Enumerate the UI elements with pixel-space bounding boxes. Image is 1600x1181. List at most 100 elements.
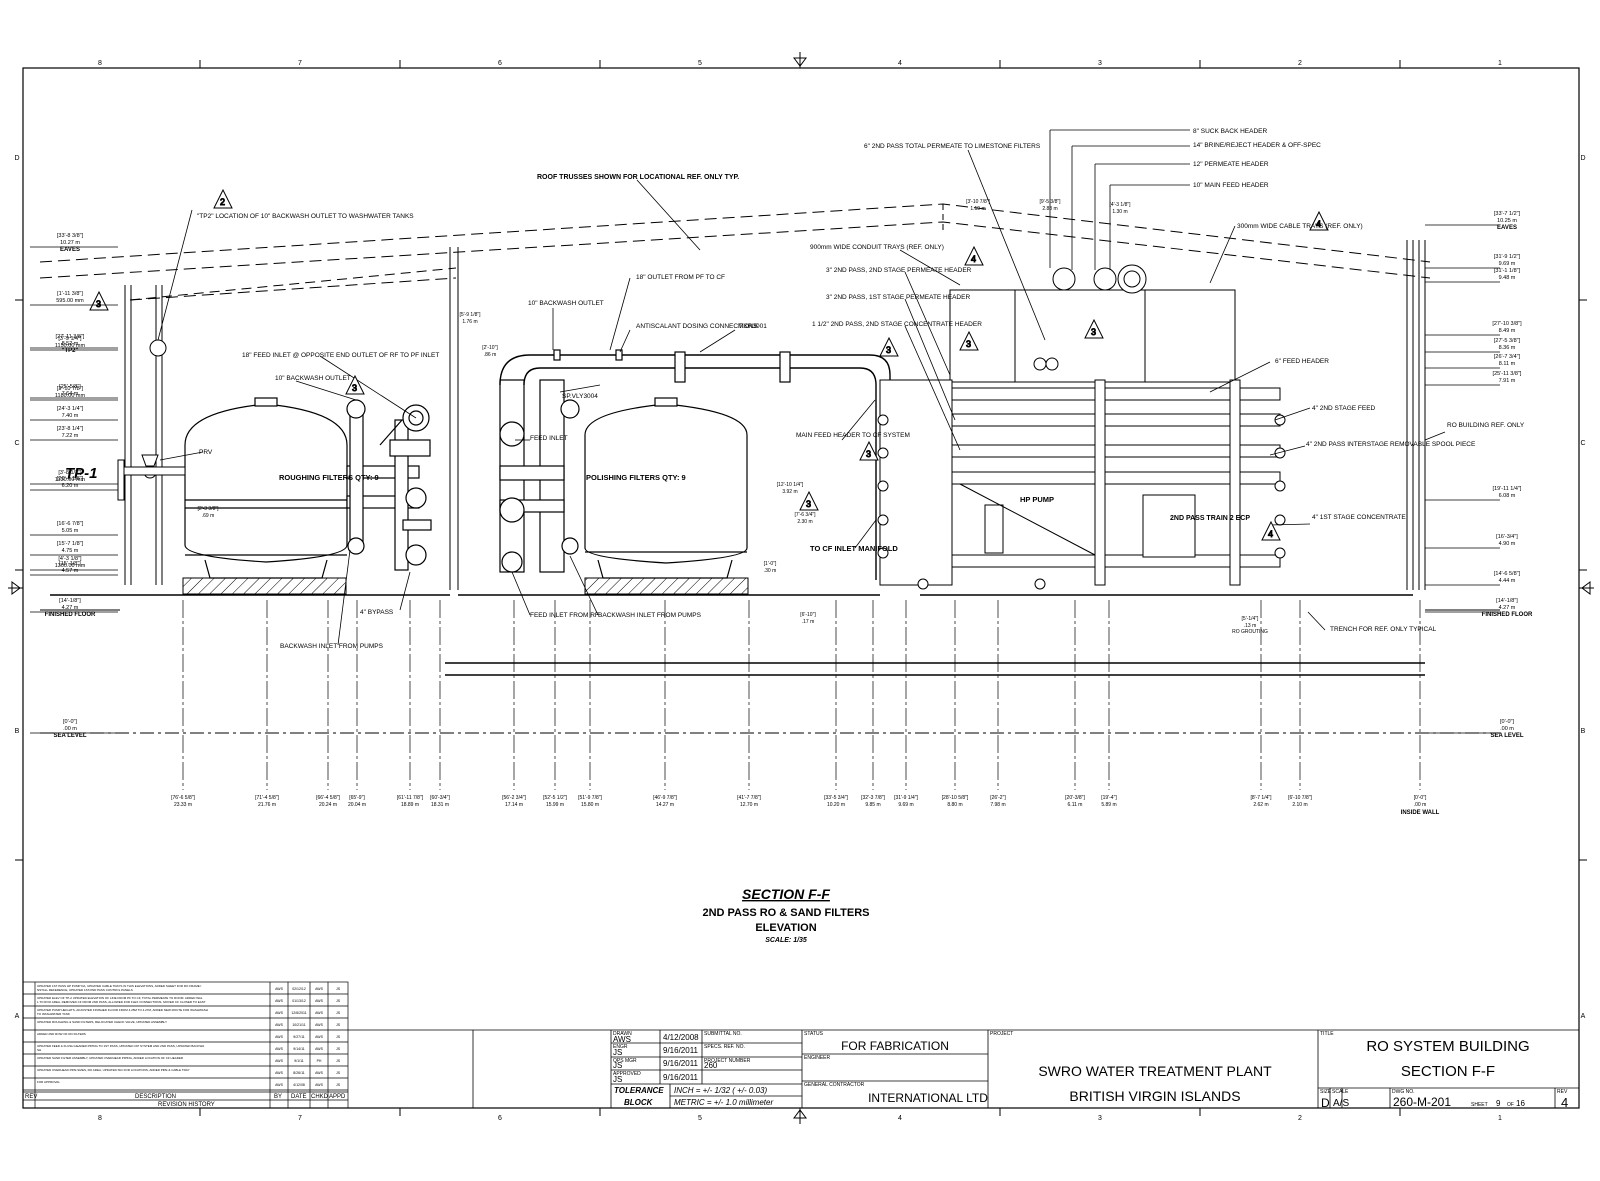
dim-top-imperial: [5'-9 1/8"] xyxy=(459,312,481,318)
dim-imperial: [60'-3/4"] xyxy=(430,795,450,801)
dim-metric: 5.89 m xyxy=(1101,802,1116,808)
dim-metric: 10.20 m xyxy=(827,802,845,808)
elev-right-metric: 4.90 m xyxy=(1499,541,1516,547)
gc-value: INTERNATIONAL LTD xyxy=(868,1091,988,1105)
rev-chkd: PH xyxy=(317,1059,322,1063)
elev-left-imperial: [4'-3 1/8"] xyxy=(58,556,82,562)
dim-top-metric: 2.88 m xyxy=(1042,206,1057,212)
polishing-piping xyxy=(499,349,891,580)
rev-label: REV xyxy=(1557,1089,1568,1095)
tol-metric: METRIC = +/- 1.0 millimeter xyxy=(674,1098,773,1107)
rev-desc: UPDATED ROUGHING & SAND FILTERS, RELOCAT… xyxy=(37,1020,167,1024)
title-label: TITLE xyxy=(1320,1031,1334,1037)
rev-chkd: AWS xyxy=(315,987,324,991)
section-line2: ELEVATION xyxy=(755,922,816,934)
interstage-label: 4" 2ND PASS INTERSTAGE REMOVABLE SPOOL P… xyxy=(1306,441,1476,448)
elev-right-imperial: [16'-3/4"] xyxy=(1496,534,1518,540)
svg-text:3: 3 xyxy=(806,499,811,509)
zone-col-bottom: 3 xyxy=(1098,1115,1102,1122)
roughing-piping xyxy=(346,399,432,571)
elev-right-imperial: [14'-1/8"] xyxy=(1496,598,1518,604)
dim-imperial: [8'-7 1/4"] xyxy=(1250,795,1272,801)
elev-right-metric: 8.36 m xyxy=(1499,345,1516,351)
dim-imperial: [26'-2"] xyxy=(990,795,1006,801)
elev-right-imperial: [14'-6 5/8"] xyxy=(1494,571,1521,577)
project-line2: BRITISH VIRGIN ISLANDS xyxy=(1069,1088,1240,1104)
dim-top-metric: .30 m xyxy=(764,568,777,574)
rev-appd: JS xyxy=(336,1083,341,1087)
rev-appd: JS xyxy=(336,999,341,1003)
prv-label: PRV xyxy=(199,449,213,456)
dim-imperial: [41'-7 7/8"] xyxy=(737,795,761,801)
elev-right-imperial: [19'-11 1/4"] xyxy=(1493,486,1522,492)
ops-by: JS xyxy=(613,1061,622,1070)
rev-by: AWS xyxy=(275,1071,284,1075)
rev-row: UPDATED FEED & FLUSH HEADER PIPING TO 1S… xyxy=(37,1044,341,1052)
svg-text:3: 3 xyxy=(352,383,357,393)
roughing-label: ROUGHING FILTERS QTY: 9 xyxy=(279,473,379,482)
backwash-outlet-b-label: 10" BACKWASH OUTLET xyxy=(528,300,604,307)
roof-trusses xyxy=(39,203,1431,301)
dwg-label: DWG NO. xyxy=(1392,1089,1415,1095)
elev-right-metric: 6.08 m xyxy=(1499,493,1516,499)
elev-right-imperial: [27'-5 3/8"] xyxy=(1494,338,1521,344)
dim-metric: 23.33 m xyxy=(174,802,192,808)
zone-col-top: 2 xyxy=(1298,60,1302,67)
dim-metric: 6.11 m xyxy=(1068,802,1083,808)
sheet-label: SHEET xyxy=(1471,1102,1488,1108)
engr-label: ENGR xyxy=(613,1044,628,1050)
to-cf-inlet-label: TO CF INLET MANIFOLD xyxy=(810,544,898,553)
section-title: SECTION F-F 2ND PASS RO & SAND FILTERS E… xyxy=(702,886,869,944)
elev-left-metric: 1180.00 mm xyxy=(55,393,86,399)
rev-row: UPDATED SAND FILTER ASSEMBLY, UPDATED OV… xyxy=(37,1056,341,1063)
elev-left-metric: 10.27 m xyxy=(60,240,80,246)
rev-appd: JS xyxy=(336,1071,341,1075)
rev-desc: UPDATED ELEV OF TP-2 UPDATED ELEVATION O… xyxy=(37,996,203,1000)
dim-metric: 8.80 m xyxy=(947,802,962,808)
rev-date: 01/13/12 xyxy=(292,999,306,1003)
gc-label: GENERAL CONTRACTOR xyxy=(804,1082,865,1088)
rev-chkd: AWS xyxy=(315,1035,324,1039)
dimension-lines xyxy=(30,224,1500,790)
rev-desc-cont: NSTALL REFERENCE, UPDATED 1ST/2ND PASS C… xyxy=(37,988,133,992)
drawn-label: DRAWN xyxy=(613,1031,632,1037)
rev-col-appd: APPD xyxy=(329,1094,346,1100)
drawn-date: 4/12/2008 xyxy=(663,1033,699,1042)
svg-text:3: 3 xyxy=(866,449,871,459)
rev-date: 9/27/11 xyxy=(293,1035,304,1039)
elev-right-metric: .00 m xyxy=(1500,726,1514,732)
rev-col-rev: REV xyxy=(25,1094,37,1100)
title-line1: RO SYSTEM BUILDING xyxy=(1366,1038,1529,1055)
elev-left-imperial: [15'-7 1/8"] xyxy=(57,541,84,547)
zone-col-top: 4 xyxy=(898,60,902,67)
dim-top-metric: 1.30 m xyxy=(1112,209,1127,215)
zone-row-right: B xyxy=(1581,728,1586,735)
svg-text:4: 4 xyxy=(1316,219,1321,229)
rev-chkd: AWS xyxy=(315,1011,324,1015)
vly-label: SP.VLY3004 xyxy=(562,393,598,400)
zone-col-bottom: 6 xyxy=(498,1115,502,1122)
tol-inch: INCH = +/- 1/32 ( +/- 0.03) xyxy=(674,1086,767,1095)
section-name: SECTION F-F xyxy=(742,886,830,902)
stage2-permeate-label: 3" 2ND PASS, 2ND STAGE PERMEATE HEADER xyxy=(826,267,972,274)
rev-desc: UPDATED PUMP HEIGHTS, ADJUSTED FINISHED … xyxy=(37,1008,208,1012)
elev-left-imperial: [15'-1/8"] xyxy=(59,561,81,567)
svg-text:4: 4 xyxy=(1268,529,1273,539)
dim-name: INSIDE WALL xyxy=(1401,810,1440,816)
dim-top-imperial: [9'-5 3/8"] xyxy=(1039,199,1061,205)
svg-text:4: 4 xyxy=(971,254,976,264)
zone-col-top: 3 xyxy=(1098,60,1102,67)
rev-chkd: AWS xyxy=(315,1071,324,1075)
status-label: STATUS xyxy=(804,1031,824,1037)
rev-appd: JS xyxy=(336,1047,341,1051)
dim-top-imperial: [12'-10 1/4"] xyxy=(777,482,804,488)
ro-building-label: RO BUILDING REF. ONLY xyxy=(1447,422,1525,429)
dim-top-metric: .86 m xyxy=(484,352,497,358)
project-no: 260 xyxy=(704,1061,718,1070)
tolerance-label1: TOLERANCE xyxy=(614,1086,664,1095)
elev-right-metric: 10.25 m xyxy=(1497,218,1517,224)
